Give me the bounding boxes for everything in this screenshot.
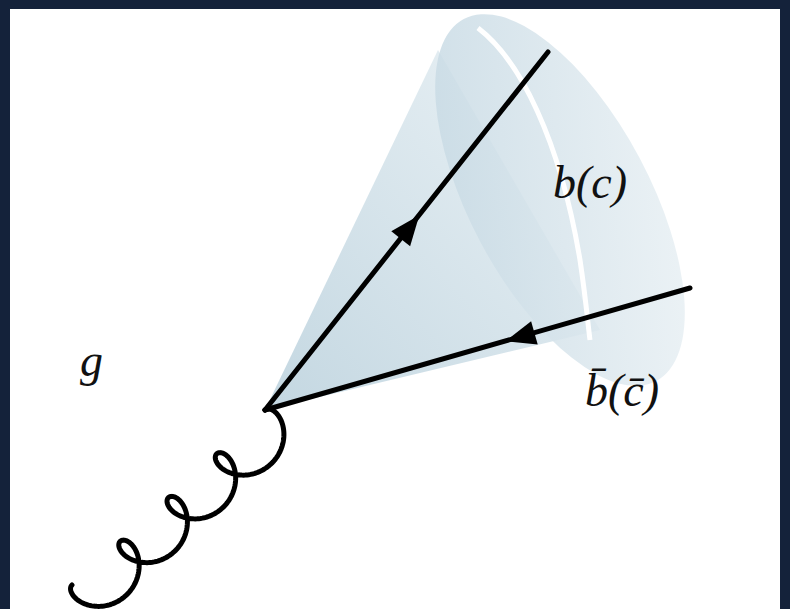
frame-top bbox=[0, 0, 790, 9]
antiquark-arrowhead bbox=[506, 321, 538, 344]
frame-left bbox=[0, 0, 10, 609]
gluon-line bbox=[71, 409, 284, 607]
antiquark-label: b̄(c̄) bbox=[585, 368, 659, 414]
quark-arrowhead bbox=[391, 215, 419, 246]
gluon-label: g bbox=[80, 338, 103, 384]
frame-right bbox=[780, 0, 790, 609]
quark-line bbox=[265, 52, 548, 410]
quark-label: b(c) bbox=[553, 160, 627, 206]
